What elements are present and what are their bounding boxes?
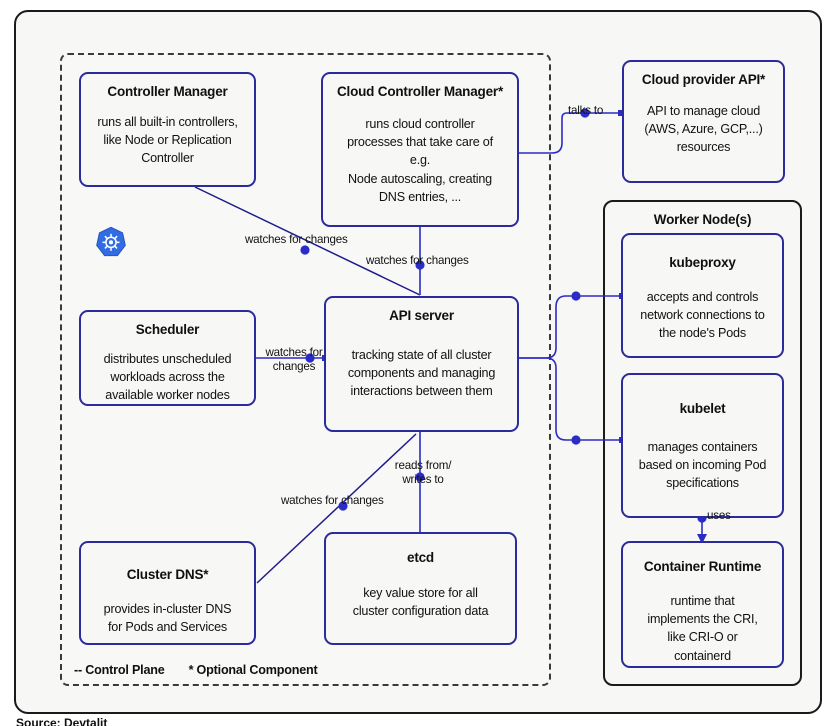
box-kubelet[interactable]: kubelet manages containers based on inco… [621,373,784,518]
kubelet-desc: manages containers based on incoming Pod… [638,439,767,491]
box-scheduler[interactable]: Scheduler distributes unscheduled worklo… [79,310,256,406]
edge-label-ccm-watches: watches for changes [366,254,469,267]
edge-label-dns-watches: watches for changes [281,494,384,507]
legend-control-plane: -- Control Plane [74,663,165,677]
scheduler-desc: distributes unscheduled workloads across… [103,351,232,403]
controller-manager-desc: runs all built-in controllers, like Node… [97,114,238,166]
box-etcd[interactable]: etcd key value store for all cluster con… [324,532,517,645]
cluster-dns-desc: provides in-cluster DNS for Pods and Ser… [103,601,232,635]
legend-optional-component: * Optional Component [188,663,318,677]
etcd-desc: key value store for all cluster configur… [352,585,489,619]
kubernetes-logo-icon [96,226,126,257]
worker-node-title: Worker Node(s) [653,212,752,227]
box-cluster-dns[interactable]: Cluster DNS* provides in-cluster DNS for… [79,541,256,645]
source-caption: Source: Devtalit [16,716,108,726]
cloud-controller-manager-desc: runs cloud controller processes that tak… [347,116,493,204]
controller-manager-title: Controller Manager [107,84,228,99]
api-server-title: API server [389,308,454,323]
etcd-title: etcd [407,550,434,565]
cluster-dns-title: Cluster DNS* [126,567,209,582]
container-runtime-title: Container Runtime [643,559,762,574]
kubelet-title: kubelet [679,401,726,416]
box-api-server[interactable]: API server tracking state of all cluster… [324,296,519,432]
box-controller-manager[interactable]: Controller Manager runs all built-in con… [79,72,256,187]
edge-label-talks-to: talks to [568,104,604,117]
container-runtime-desc: runtime that implements the CRI, like CR… [647,593,758,663]
api-server-desc: tracking state of all cluster components… [347,347,496,399]
box-container-runtime[interactable]: Container Runtime runtime that implement… [621,541,784,668]
edge-label-scheduler-watches: watches for changes [265,346,323,373]
edge-label-cm-watches: watches for changes [245,233,348,246]
cloud-controller-manager-title: Cloud Controller Manager* [336,84,503,99]
legend: -- Control Plane * Optional Component [74,663,318,677]
box-kubeproxy[interactable]: kubeproxy accepts and controls network c… [621,233,784,358]
cloud-provider-api-title: Cloud provider API* [641,72,766,87]
edge-label-runtime-uses: uses [707,509,731,522]
box-cloud-controller-manager[interactable]: Cloud Controller Manager* runs cloud con… [321,72,519,227]
cloud-provider-api-desc: API to manage cloud (AWS, Azure, GCP,...… [644,103,763,155]
kubeproxy-desc: accepts and controls network connections… [640,289,765,341]
box-cloud-provider-api[interactable]: Cloud provider API* API to manage cloud … [622,60,785,183]
kubeproxy-title: kubeproxy [669,255,736,270]
edge-label-etcd-reads-writes: reads from/ writes to [394,459,452,486]
scheduler-title: Scheduler [135,322,200,337]
